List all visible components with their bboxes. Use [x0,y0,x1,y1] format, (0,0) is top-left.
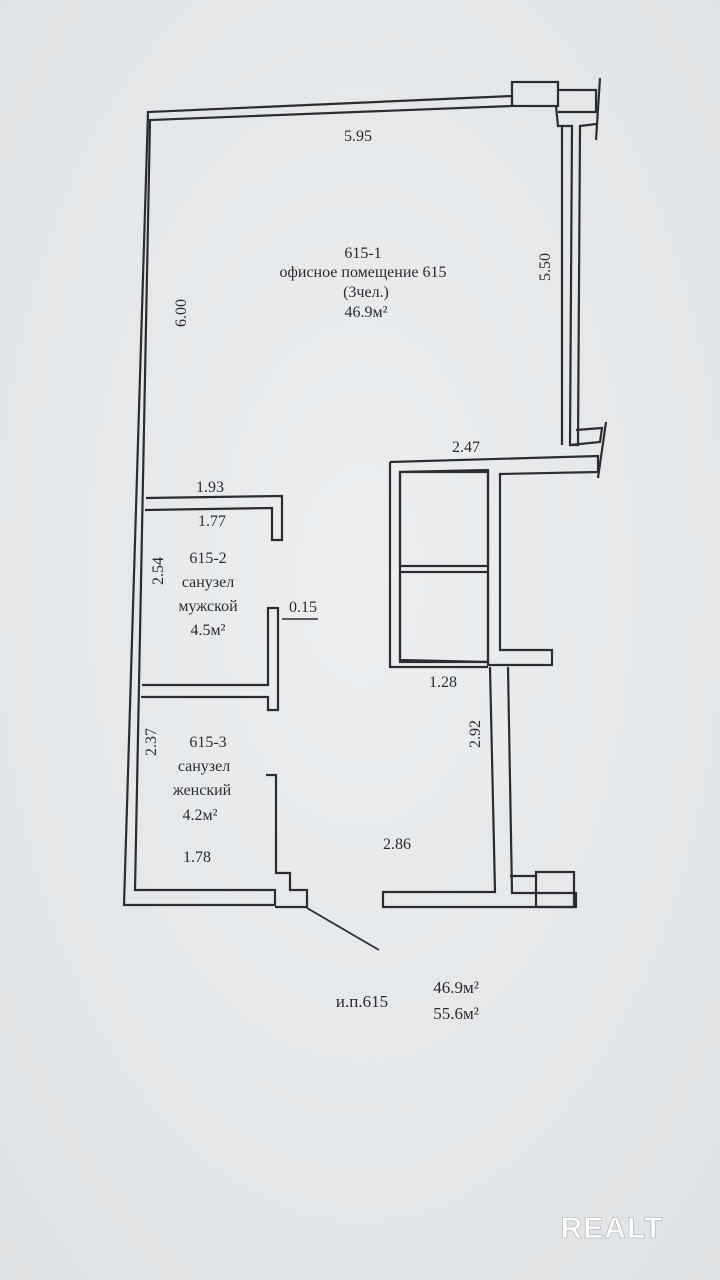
column-bottom-right [534,870,576,909]
r1-area: 46.9м² [345,304,388,321]
dim-r2-height: 2.54 [150,557,167,585]
dim-shaft-bottom: 1.28 [429,674,457,691]
shaft-cell-upper [398,470,490,568]
dim-corridor-height: 2.92 [467,720,484,748]
r1-id: 615-1 [344,245,381,262]
dim-top: 5.95 [344,128,372,145]
dim-wall-offset: 0.15 [289,599,317,616]
dim-right-main: 5.50 [537,253,554,281]
door-swing-line [306,907,380,951]
summary-area-2: 55.6м² [433,1004,479,1023]
partition-r2-r3 [141,606,280,712]
partition-office-r2 [144,494,284,542]
dim-r3-height: 2.37 [143,728,160,756]
dim-corridor-width: 2.86 [383,836,411,853]
dim-mid-left: 1.93 [196,479,224,496]
summary-label: и.п.615 [336,992,388,1011]
r1-name: офисное помещение 615 [279,264,446,281]
realt-watermark: REALT [561,1212,664,1245]
outer-wall-outline [122,94,514,907]
wall-right-mid-edge [596,421,608,479]
r2-name-line1: санузел [182,574,234,591]
r3-name-line1: санузел [178,758,230,775]
r3-area: 4.2м² [183,807,218,824]
r3-name-line2: женский [172,782,232,799]
walls [122,77,608,909]
r2-id: 615-2 [189,550,226,567]
r3-id: 615-3 [189,734,226,751]
corridor-wall-right [381,666,578,909]
dim-top-shaft: 2.47 [452,439,480,456]
dim-left-main: 6.00 [173,299,190,327]
r2-area: 4.5м² [191,622,226,639]
column-top-right [510,80,560,108]
dim-r2-width: 1.77 [198,513,226,530]
wall-top-right-ext [558,88,598,114]
shaft-cell-lower [398,570,490,664]
summary-area-1: 46.9м² [433,978,479,997]
wall-right-mid [569,426,604,447]
r3-right-wall [266,773,309,909]
wall-top-right-edge [594,77,602,141]
shaft-outline [388,462,488,669]
dim-r3-width: 1.78 [183,849,211,866]
r1-capacity: (3чел.) [343,284,389,301]
r2-name-line2: мужской [178,598,238,615]
